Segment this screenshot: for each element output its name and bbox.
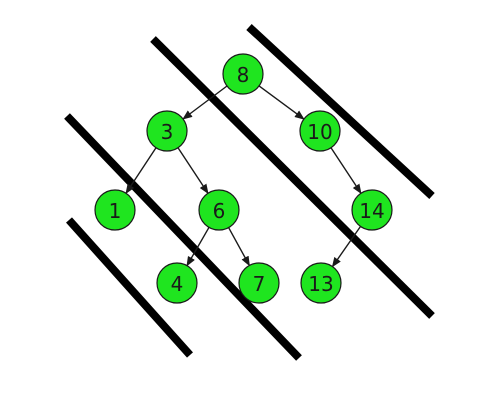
node-label: 8 xyxy=(237,63,250,87)
tree-node-4: 4 xyxy=(156,262,198,304)
diagonal-line-2 xyxy=(150,36,435,319)
tree-node-6: 6 xyxy=(198,189,240,231)
diagonal-lines xyxy=(64,24,435,361)
edge-n8-n10 xyxy=(258,85,305,120)
edge-n3-n1 xyxy=(125,147,157,195)
tree-edges xyxy=(125,85,362,268)
diagonal-line-3 xyxy=(64,113,302,361)
tree-node-13: 13 xyxy=(300,262,342,304)
node-label: 14 xyxy=(359,199,384,223)
diagonal-line-1 xyxy=(246,24,435,199)
node-label: 1 xyxy=(109,199,122,223)
node-circle xyxy=(300,262,342,304)
diagonal-line-4 xyxy=(66,217,193,358)
tree-node-14: 14 xyxy=(351,189,393,231)
node-label: 13 xyxy=(308,272,333,296)
tree-node-8: 8 xyxy=(222,53,264,95)
tree-node-1: 1 xyxy=(94,189,136,231)
node-circle xyxy=(146,110,188,152)
node-label: 3 xyxy=(161,120,174,144)
node-label: 7 xyxy=(253,272,266,296)
node-circle xyxy=(351,189,393,231)
node-circle xyxy=(222,53,264,95)
edge-n6-n4 xyxy=(186,226,210,267)
node-label: 10 xyxy=(307,120,332,144)
tree-node-3: 3 xyxy=(146,110,188,152)
node-circle xyxy=(198,189,240,231)
edge-n3-n6 xyxy=(177,147,209,195)
node-label: 6 xyxy=(213,199,226,223)
edge-n14-n13 xyxy=(331,225,362,268)
tree-node-7: 7 xyxy=(238,262,280,304)
edge-n8-n3 xyxy=(182,85,228,120)
edge-n6-n7 xyxy=(227,227,251,267)
tree-node-10: 10 xyxy=(299,110,341,152)
node-label: 4 xyxy=(171,272,184,296)
node-circle xyxy=(299,110,341,152)
node-circle xyxy=(238,262,280,304)
node-circle xyxy=(156,262,198,304)
tree-nodes: 8 3 10 1 6 14 4 7 13 xyxy=(94,53,393,304)
node-circle xyxy=(94,189,136,231)
edge-n10-n14 xyxy=(330,147,362,195)
